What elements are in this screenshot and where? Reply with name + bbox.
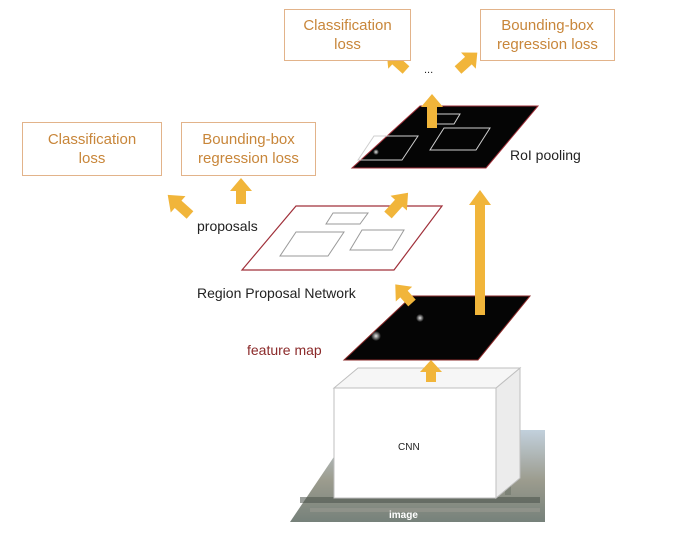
rpn-classification-loss-line2: loss (78, 150, 106, 167)
rpn-bbox-regression-loss-line2: regression loss (198, 150, 299, 167)
roi-glow (373, 149, 379, 155)
proposals-label: proposals (197, 218, 258, 234)
top-classification-loss-line2: loss (334, 36, 361, 53)
arrow-proposals-to-rpn-cls-loss (167, 194, 194, 219)
arrow-feature-map-to-roi-pooling (469, 190, 491, 315)
arrow-to-top-bbox-loss (454, 52, 478, 74)
top-classification-loss-line1: Classification (303, 17, 392, 34)
roi-box (429, 127, 491, 151)
roi-box (357, 135, 419, 161)
arrow-image-to-feature-map (420, 360, 442, 382)
arrow-feature-map-to-rpn (395, 284, 416, 307)
cnn-box-side (495, 366, 521, 500)
cnn-label: CNN (398, 442, 420, 453)
image-label: image (389, 510, 418, 521)
rpn-label: Region Proposal Network (197, 285, 356, 301)
rpn-bbox-regression-loss-line1: Bounding-box (202, 131, 295, 148)
ellipsis-label: ... (424, 64, 434, 76)
feature-map-glow (371, 331, 381, 341)
rpn-classification-loss-box: Classification loss (22, 122, 162, 176)
top-bbox-regression-loss-box: Bounding-box regression loss (480, 9, 615, 61)
roi-pooling-plane (350, 105, 540, 169)
rpn-bbox-regression-loss-box: Bounding-box regression loss (181, 122, 316, 176)
top-bbox-regression-loss-line1: Bounding-box (501, 17, 594, 34)
feature-map-label: feature map (247, 342, 322, 358)
arrow-proposals-to-rpn-bbox-loss (230, 178, 252, 204)
roi-pooling-label: RoI pooling (510, 147, 581, 163)
rpn-classification-loss-line1: Classification (47, 131, 137, 148)
feature-map-plane (342, 295, 532, 361)
arrow-roi-to-ellipsis (421, 94, 443, 128)
proposal-box (325, 212, 369, 225)
top-bbox-regression-loss-line2: regression loss (497, 36, 598, 53)
proposals-plane (240, 205, 444, 271)
cnn-box-front (333, 387, 497, 499)
proposal-box (279, 231, 345, 257)
proposal-box (349, 229, 405, 251)
arrow-proposals-to-roi-pooling (384, 192, 409, 219)
feature-map-glow (416, 314, 424, 322)
top-classification-loss-box: Classification loss (284, 9, 411, 61)
